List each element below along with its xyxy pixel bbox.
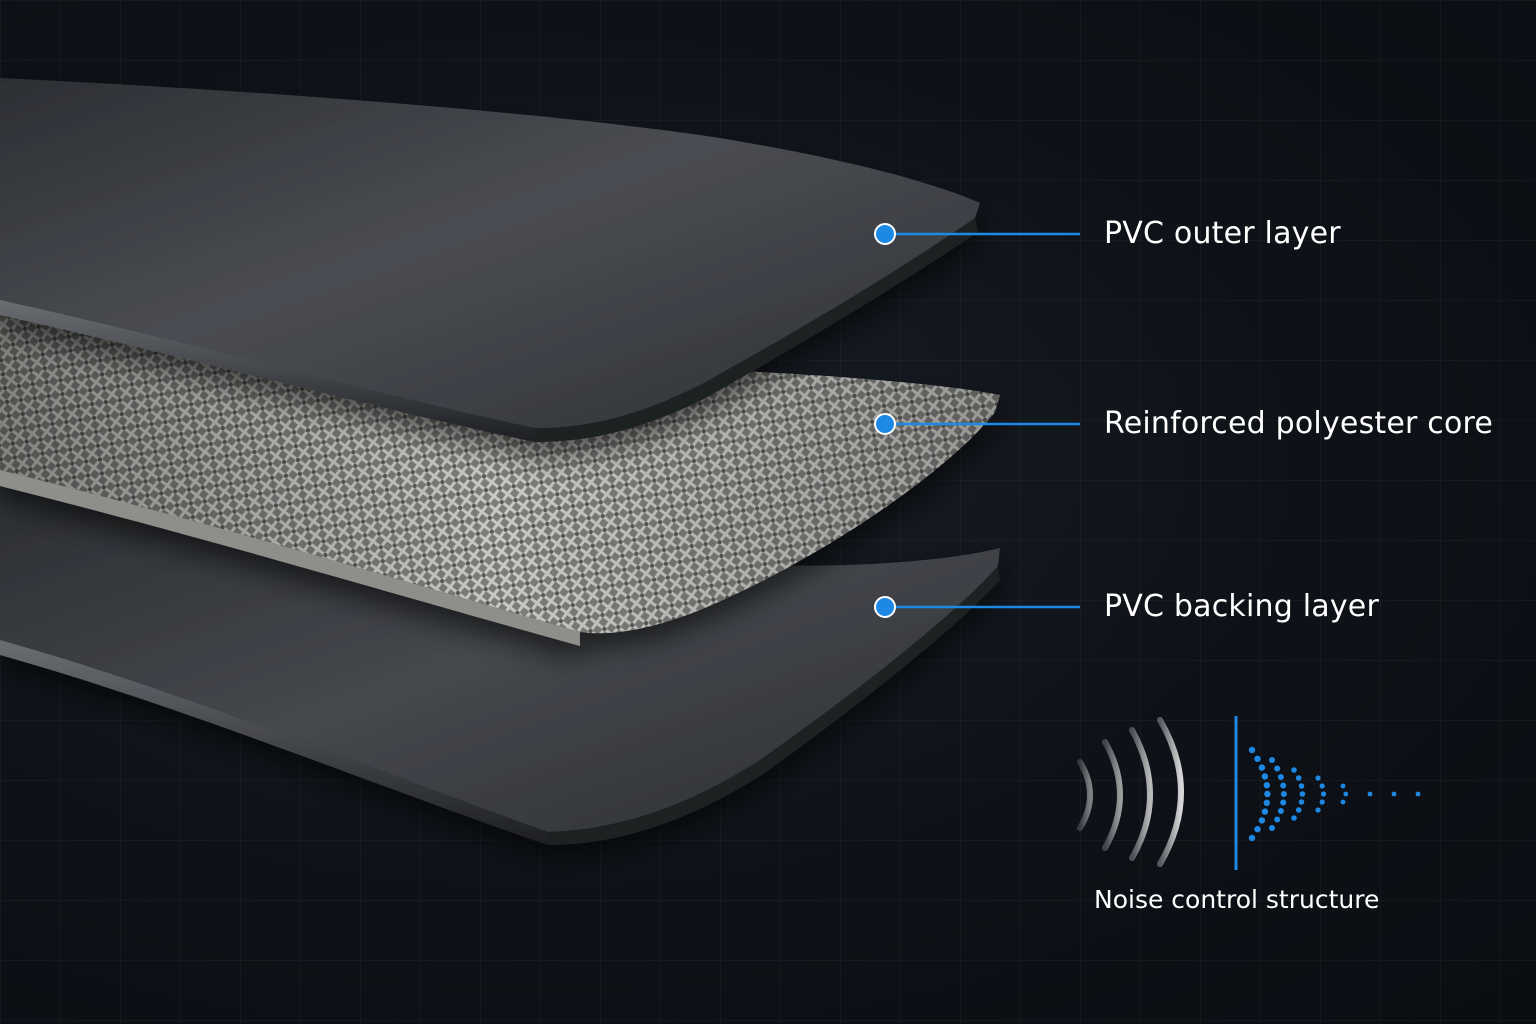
wave-dot [1315, 775, 1321, 781]
wave-dot [1248, 746, 1256, 754]
callout-dot-outer [874, 223, 896, 245]
wave-dot [1269, 757, 1275, 763]
wave-dot [1298, 783, 1305, 789]
wave-dot [1261, 808, 1269, 815]
wave-dot [1319, 799, 1325, 805]
wave-dot [1280, 791, 1287, 797]
polyester-mesh-core [0, 300, 1000, 646]
wave-dot [1295, 775, 1302, 781]
dampened-wave-dots [1248, 746, 1421, 842]
wave-dot [1367, 791, 1373, 797]
wave-dot [1264, 790, 1271, 798]
noise-control-icon [1077, 716, 1421, 870]
sound-wave-arcs [1077, 717, 1184, 867]
label-noise-control-structure: Noise control structure [1094, 885, 1380, 914]
wave-dot [1274, 816, 1281, 823]
wave-dot [1280, 799, 1287, 806]
wave-dot [1277, 774, 1284, 780]
pvc-outer-sheet [0, 78, 980, 442]
wave-dot [1274, 765, 1281, 772]
wave-dot [1321, 791, 1327, 797]
callout-core-layer [874, 413, 1080, 435]
wave-dot [1340, 783, 1346, 789]
wave-dot [1415, 791, 1421, 797]
wave-dot [1391, 791, 1397, 797]
wave-dot [1263, 782, 1271, 789]
wave-dot [1299, 791, 1306, 797]
callout-dot-core [874, 413, 896, 435]
wave-dot [1298, 799, 1305, 805]
callout-dot-backing [874, 596, 896, 618]
wave-dot [1277, 808, 1284, 814]
wave-dot [1315, 807, 1321, 813]
wave-dot [1343, 791, 1349, 797]
wave-dot [1261, 773, 1269, 780]
wave-dot [1263, 799, 1271, 806]
wave-dot [1248, 834, 1256, 842]
wave-dot [1269, 825, 1275, 831]
wave-dot [1258, 764, 1266, 771]
label-pvc-backing-layer: PVC backing layer [1104, 589, 1379, 624]
wave-dot [1291, 815, 1297, 821]
callout-outer-layer [874, 223, 1080, 245]
wave-dot [1254, 826, 1261, 833]
wave-dot [1254, 755, 1261, 762]
label-pvc-outer-layer: PVC outer layer [1104, 216, 1341, 251]
pvc-backing-sheet [0, 470, 1000, 845]
label-reinforced-polyester-core: Reinforced polyester core [1104, 406, 1494, 441]
callout-backing-layer [874, 596, 1080, 618]
wave-dot [1291, 767, 1297, 773]
wave-dot [1319, 783, 1325, 789]
wave-dot [1280, 782, 1287, 789]
wave-dot [1258, 817, 1266, 824]
wave-dot [1340, 799, 1346, 805]
wave-dot [1295, 807, 1302, 813]
